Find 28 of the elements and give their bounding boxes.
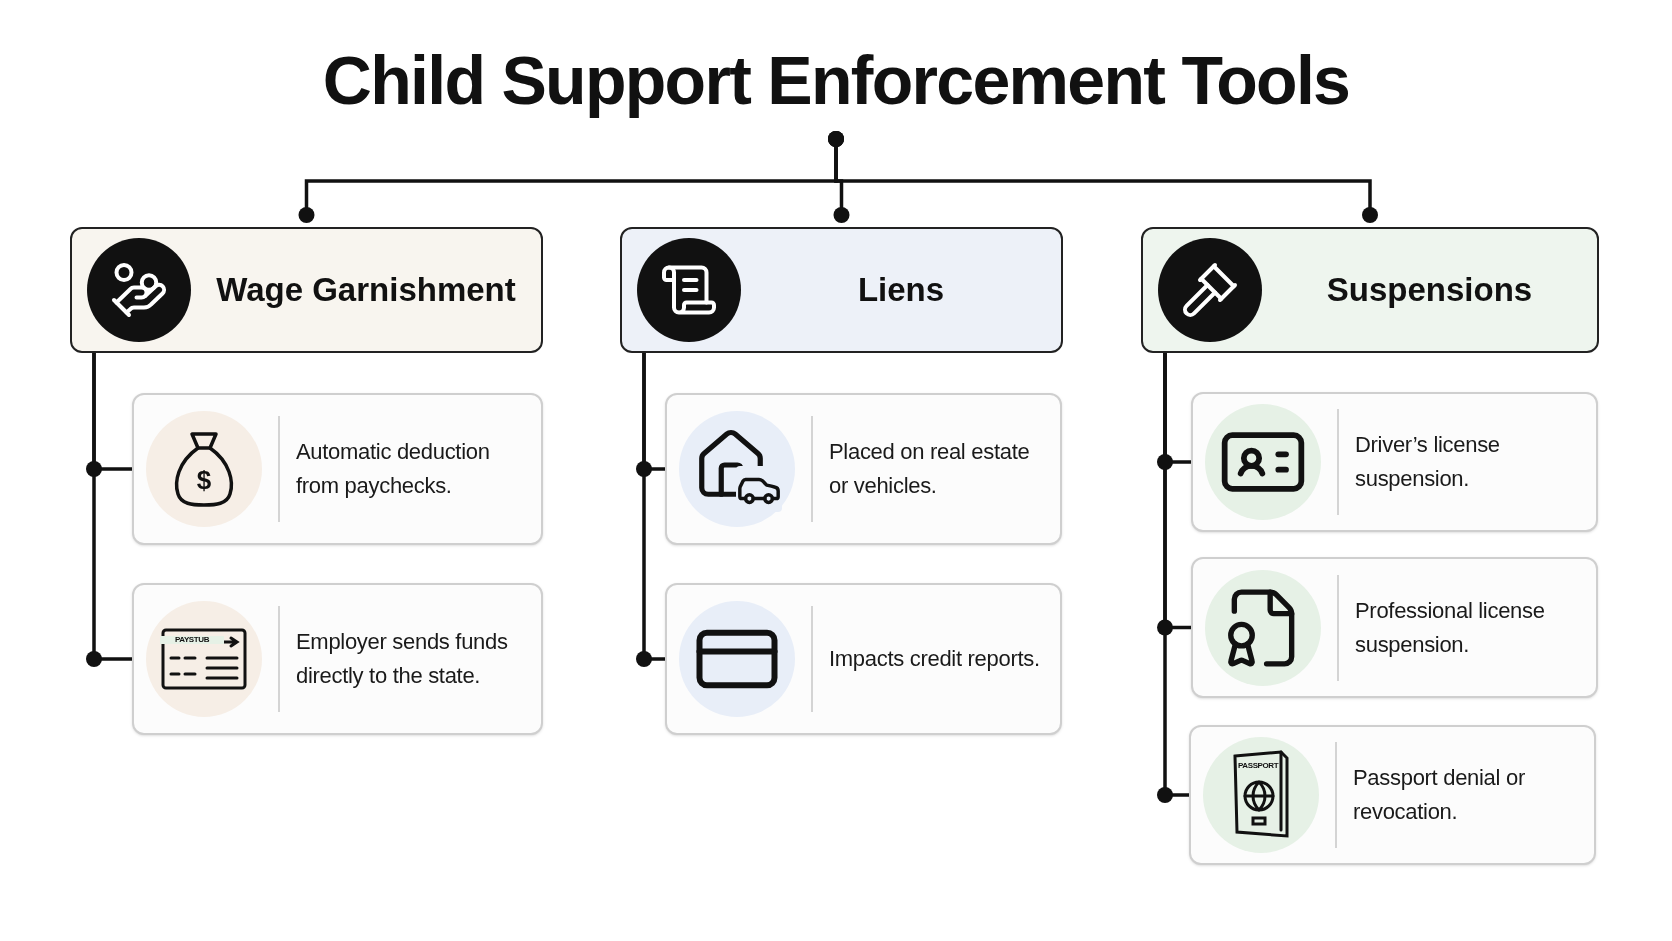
tool-card (132, 393, 543, 545)
tool-card (1191, 557, 1598, 698)
icon-caption: PASSPORT (1238, 762, 1278, 770)
tool-card (665, 583, 1062, 735)
diagram-title: Child Support Enforcement Tools (236, 30, 1436, 130)
category-title: Wage Garnishment (216, 270, 516, 311)
tool-description: Employer sends funds directly to the state. (296, 628, 509, 690)
icon-caption: PAYSTUB (160, 636, 224, 644)
connector-line (828, 131, 1378, 223)
tool-description: Driver’s license suspension. (1355, 431, 1501, 493)
tool-card (132, 583, 543, 735)
category-header-box (1141, 227, 1599, 353)
tool-card (665, 393, 1062, 545)
category-header-box (620, 227, 1063, 353)
tool-description: Impacts credit reports. (829, 645, 1040, 673)
connector-line (642, 353, 665, 661)
tool-description: Professional license suspension. (1355, 596, 1546, 659)
tool-description: Automatic deduction from paychecks. (296, 438, 491, 500)
category-header-box (70, 227, 543, 353)
tool-description: Passport denial or revocation. (1353, 764, 1526, 826)
dollar-sign: $ (195, 467, 213, 493)
category-title: Liens (857, 270, 945, 311)
connector-line (92, 353, 132, 661)
connector-line (1163, 353, 1189, 797)
category-title: Suspensions (1326, 270, 1533, 311)
tool-description: Placed on real estate or vehicles. (829, 438, 1031, 500)
tool-card (1191, 392, 1598, 532)
tool-card (1189, 725, 1596, 865)
